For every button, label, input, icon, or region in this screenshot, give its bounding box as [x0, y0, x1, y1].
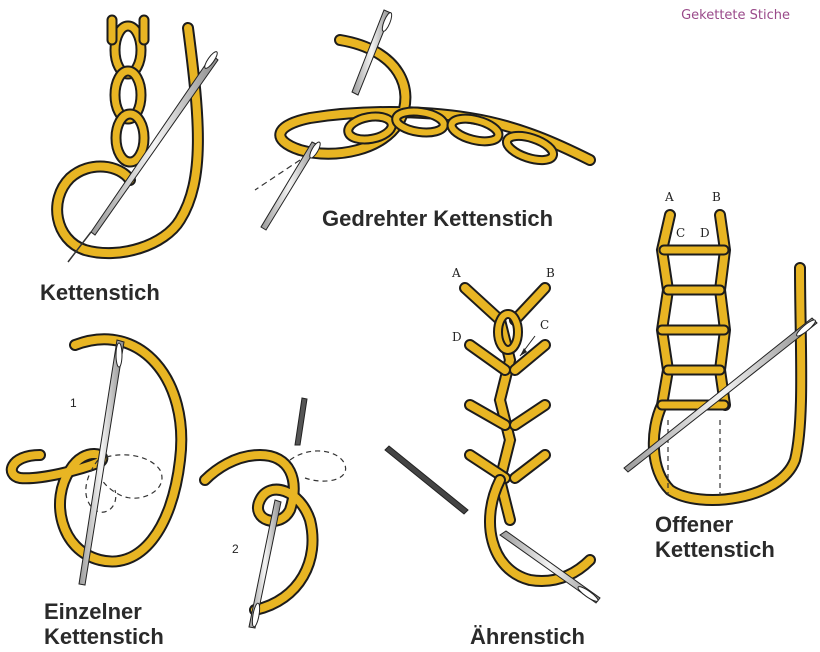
marker-aehren-d: D — [452, 330, 462, 344]
label-einzelner-line2: Kettenstich — [44, 625, 164, 648]
einzelner-step1-illustration — [12, 339, 181, 585]
step-number-1: 1 — [70, 396, 77, 410]
fern-stitches — [465, 288, 590, 581]
label-einzelner-line1: Einzelner — [44, 600, 142, 623]
needle-icon — [385, 446, 468, 514]
ladder-stitches — [654, 215, 801, 500]
needle-icon — [295, 398, 307, 445]
offener-illustration — [624, 215, 817, 500]
label-offener-line1: Offener — [655, 513, 733, 536]
label-gedrehter-kettenstich: Gedrehter Kettenstich — [322, 207, 553, 230]
marker-offener-c: C — [676, 226, 685, 240]
label-offener-line2: Kettenstich — [655, 538, 775, 561]
step-number-2: 2 — [232, 542, 239, 556]
aehrenstich-illustration — [385, 288, 600, 603]
page-header: Gekettete Stiche — [681, 8, 790, 23]
kettenstich-illustration — [57, 20, 219, 262]
marker-aehren-b: B — [546, 266, 555, 280]
marker-offener-a: A — [665, 190, 674, 204]
label-kettenstich: Kettenstich — [40, 281, 160, 304]
marker-offener-b: B — [712, 190, 721, 204]
label-aehrenstich: Ährenstich — [470, 625, 585, 648]
chain-links — [112, 20, 144, 162]
marker-aehren-c: C — [540, 318, 549, 332]
einzelner-step2-illustration — [205, 398, 346, 628]
marker-offener-d: D — [700, 226, 710, 240]
gedrehter-illustration — [255, 10, 590, 230]
marker-aehren-a: A — [452, 266, 461, 280]
needle-icon — [255, 141, 322, 230]
twisted-links — [346, 109, 555, 165]
